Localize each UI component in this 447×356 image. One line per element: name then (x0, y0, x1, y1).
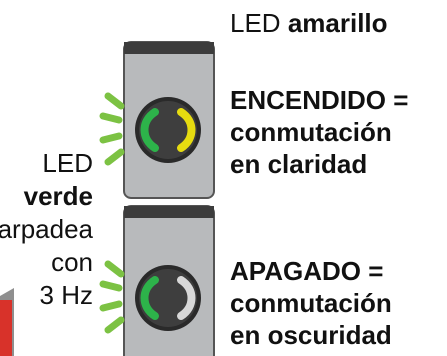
yellow-led-icon (177, 108, 196, 152)
yellow-led-label: LED amarillo (230, 8, 388, 38)
off-mode-line1: conmutación (230, 288, 392, 318)
blink-frequency: 3 Hz (39, 280, 93, 310)
green-led-prefix: LED (42, 148, 93, 178)
blink-text: parpadea (0, 214, 93, 244)
blink-rays-icon (99, 92, 125, 166)
off-state-label: APAGADO = (230, 256, 384, 286)
on-state-label: ENCENDIDO = (230, 85, 409, 115)
green-led-color: verde (23, 181, 93, 211)
on-mode-line2: en claridad (230, 149, 368, 179)
off-mode-line2: en oscuridad (230, 320, 392, 350)
on-mode-line1: conmutación (230, 117, 392, 147)
sensor-device (0, 288, 14, 356)
off-led-icon (177, 276, 196, 320)
green-led-icon (140, 108, 159, 152)
green-led-icon (140, 276, 159, 320)
housing-upper (99, 41, 215, 199)
blink-con: con (51, 247, 93, 277)
housing-lower (99, 205, 215, 356)
blink-rays-icon (99, 260, 125, 334)
